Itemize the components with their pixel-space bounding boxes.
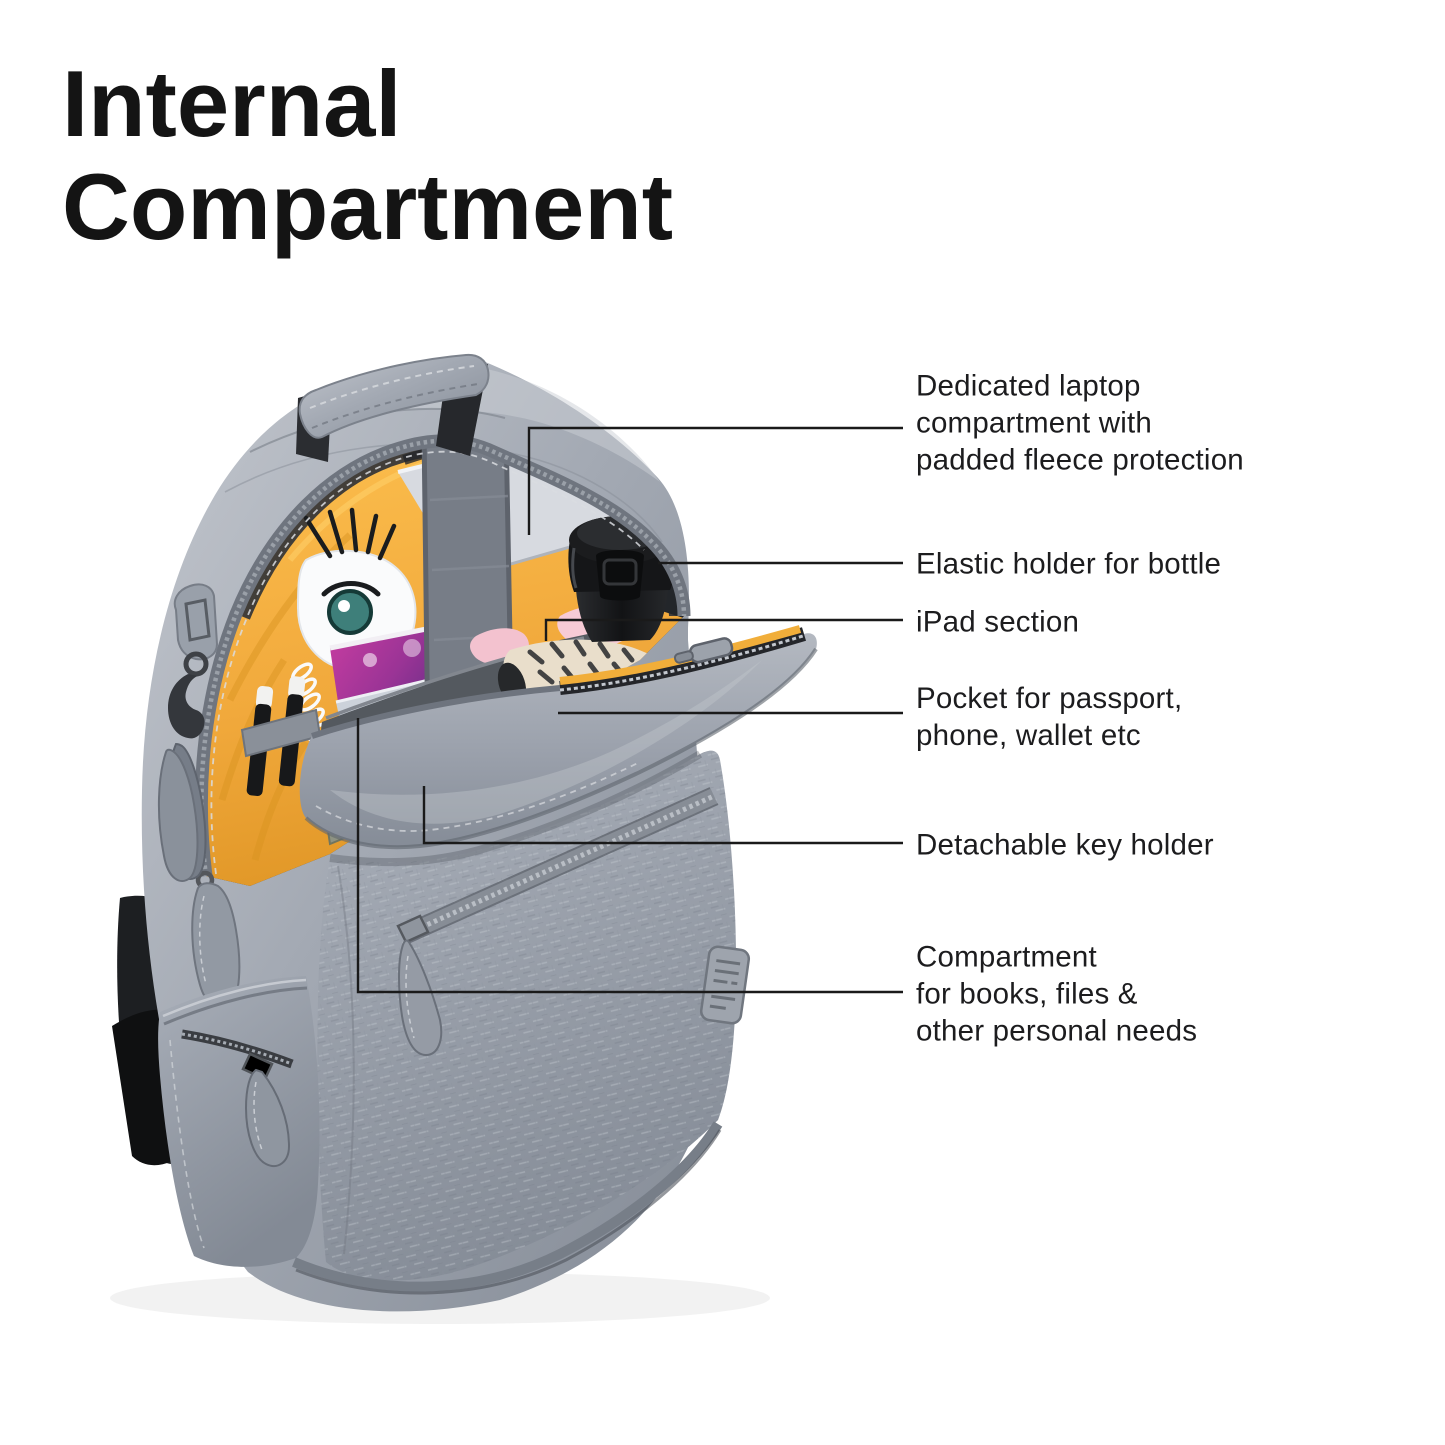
leader-ipad-section (544, 618, 903, 641)
callout-line: padded fleece protection (916, 443, 1244, 477)
callout-line: Compartment (916, 940, 1097, 974)
pens (240, 676, 322, 797)
callout-line: other personal needs (916, 1014, 1198, 1048)
front-zipper (396, 787, 719, 1057)
callout-key-holder: Detachable key holder (916, 827, 1214, 864)
strap-anchor-tab (173, 583, 219, 661)
side-pocket-zipper (181, 1029, 294, 1167)
callout-line: Elastic holder for bottle (916, 547, 1222, 581)
callout-laptop-compartment: Dedicated laptop compartment with padded… (916, 368, 1244, 479)
snap-hook (168, 651, 209, 739)
page-title: Internal Compartment (62, 52, 673, 259)
callout-line: Dedicated laptop (916, 369, 1141, 403)
callout-ipad-section: iPad section (916, 604, 1079, 641)
page-title-line2: Compartment (62, 154, 674, 260)
callout-line: for books, files & (916, 977, 1138, 1011)
zipper-pulls (157, 742, 207, 883)
bag-bottom (292, 1121, 723, 1295)
leader-books-compartment (356, 718, 903, 994)
callout-line: Detachable key holder (916, 828, 1214, 862)
leader-laptop-compartment (527, 426, 903, 535)
callout-line: Pocket for passport, (916, 682, 1183, 715)
callout-line: phone, wallet etc (916, 719, 1141, 752)
callout-books-compartment: Compartment for books, files & other per… (916, 939, 1197, 1050)
leader-key-holder (422, 786, 903, 845)
page-title-line1: Internal (62, 51, 402, 156)
callout-passport-pocket: Pocket for passport, phone, wallet etc (916, 680, 1182, 754)
leader-lines (356, 426, 903, 994)
callout-line: compartment with (916, 406, 1153, 440)
side-pocket (158, 976, 320, 1267)
brand-patch-icon (699, 945, 751, 1025)
callout-bottle-holder: Elastic holder for bottle (916, 546, 1221, 583)
front-panel (317, 750, 751, 1281)
carry-handle (298, 353, 490, 439)
front-flap-open (299, 625, 818, 850)
callout-line: iPad section (916, 605, 1080, 639)
flap-zipper-slider (673, 637, 734, 664)
main-zipper-rim (194, 434, 691, 877)
